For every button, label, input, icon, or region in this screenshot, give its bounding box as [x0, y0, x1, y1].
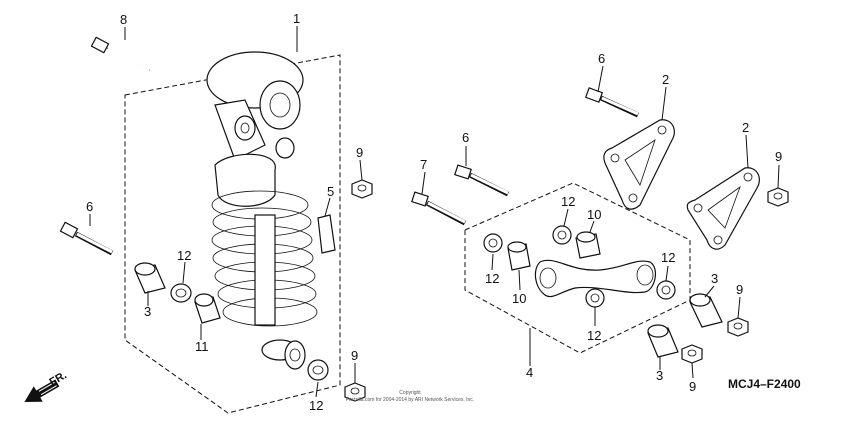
callout-12-left[interactable]: 12 — [177, 248, 191, 263]
shock-link-arm-4[interactable] — [534, 259, 657, 298]
callout-6-left[interactable]: 6 — [86, 199, 93, 214]
front-direction-indicator: FR. — [24, 369, 69, 402]
front-arrow-icon — [24, 379, 60, 402]
collar-11[interactable] — [194, 293, 221, 324]
callout-5[interactable]: 5 — [327, 184, 334, 199]
callout-11[interactable]: 11 — [195, 339, 209, 354]
callout-9-right-plate[interactable]: 9 — [775, 149, 782, 164]
callout-9-lower[interactable]: 9 — [351, 348, 358, 363]
bolt-7[interactable] — [411, 191, 467, 226]
nut-9-bottom-right[interactable] — [681, 344, 703, 364]
callout-9-bottom-right[interactable]: 9 — [689, 379, 696, 394]
callout-9-right[interactable]: 9 — [736, 282, 743, 297]
rear-shock-absorber[interactable] — [206, 51, 318, 370]
callout-12-link-d[interactable]: 12 — [587, 328, 601, 343]
callout-10-link-a[interactable]: 10 — [512, 291, 526, 306]
bushing-12-link-d[interactable] — [585, 288, 605, 308]
callout-3-left[interactable]: 3 — [144, 304, 151, 319]
bushing-12-link-c[interactable] — [656, 280, 676, 300]
callout-2-upper[interactable]: 2 — [662, 72, 669, 87]
callout-3-right[interactable]: 3 — [711, 271, 718, 286]
callout-numbers: 1 8 6 12 3 11 5 9 9 12 6 7 12 10 12 10 1… — [86, 11, 782, 413]
caution-label-5[interactable] — [317, 214, 336, 254]
bushing-12-left[interactable] — [170, 283, 192, 303]
callout-4[interactable]: 4 — [526, 365, 533, 380]
nut-9-upper[interactable] — [351, 179, 373, 199]
callout-6-middle[interactable]: 6 — [462, 130, 469, 145]
bolt-6-middle[interactable] — [454, 164, 510, 197]
collar-10-link-a[interactable] — [507, 241, 531, 271]
nut-9-right[interactable] — [727, 317, 749, 337]
collar-3-right[interactable] — [689, 293, 723, 328]
diagram-code: MCJ4–F2400 — [728, 377, 801, 391]
callout-12-link-a[interactable]: 12 — [485, 271, 499, 286]
leader-lines — [89, 26, 780, 398]
callout-12-lower[interactable]: 12 — [309, 398, 323, 413]
front-label: FR. — [48, 369, 69, 388]
bushing-12-link-b[interactable] — [552, 225, 572, 245]
copyright-line1: Copyright — [399, 390, 421, 396]
callout-12-link-b[interactable]: 12 — [561, 194, 575, 209]
callout-10-link-b[interactable]: 10 — [587, 207, 601, 222]
callout-12-link-c[interactable]: 12 — [661, 250, 675, 265]
callout-1[interactable]: 1 — [293, 11, 300, 26]
callout-6-right[interactable]: 6 — [598, 51, 605, 66]
bushing-12-link-a[interactable] — [483, 233, 503, 253]
nut-9-right-plate[interactable] — [767, 187, 789, 207]
link-plate-2-upper[interactable] — [603, 119, 675, 210]
collar-3-bottom[interactable] — [647, 324, 679, 358]
link-plate-2-lower[interactable] — [686, 167, 760, 250]
bolt-8[interactable] — [90, 36, 151, 71]
bolt-6-right[interactable] — [584, 87, 640, 118]
callout-3-bottom[interactable]: 3 — [656, 368, 663, 383]
callout-8[interactable]: 8 — [120, 12, 127, 27]
collar-3-left[interactable] — [134, 262, 166, 294]
callout-9-upper[interactable]: 9 — [356, 145, 363, 160]
bushing-12-lower[interactable] — [307, 359, 329, 381]
callout-7[interactable]: 7 — [420, 157, 427, 172]
callout-2-lower[interactable]: 2 — [742, 120, 749, 135]
collar-10-link-b[interactable] — [575, 231, 601, 259]
copyright-line2: Partzilla.com for 2004-2014 by ARI Netwo… — [346, 397, 474, 403]
bolt-6-left[interactable] — [59, 221, 114, 256]
